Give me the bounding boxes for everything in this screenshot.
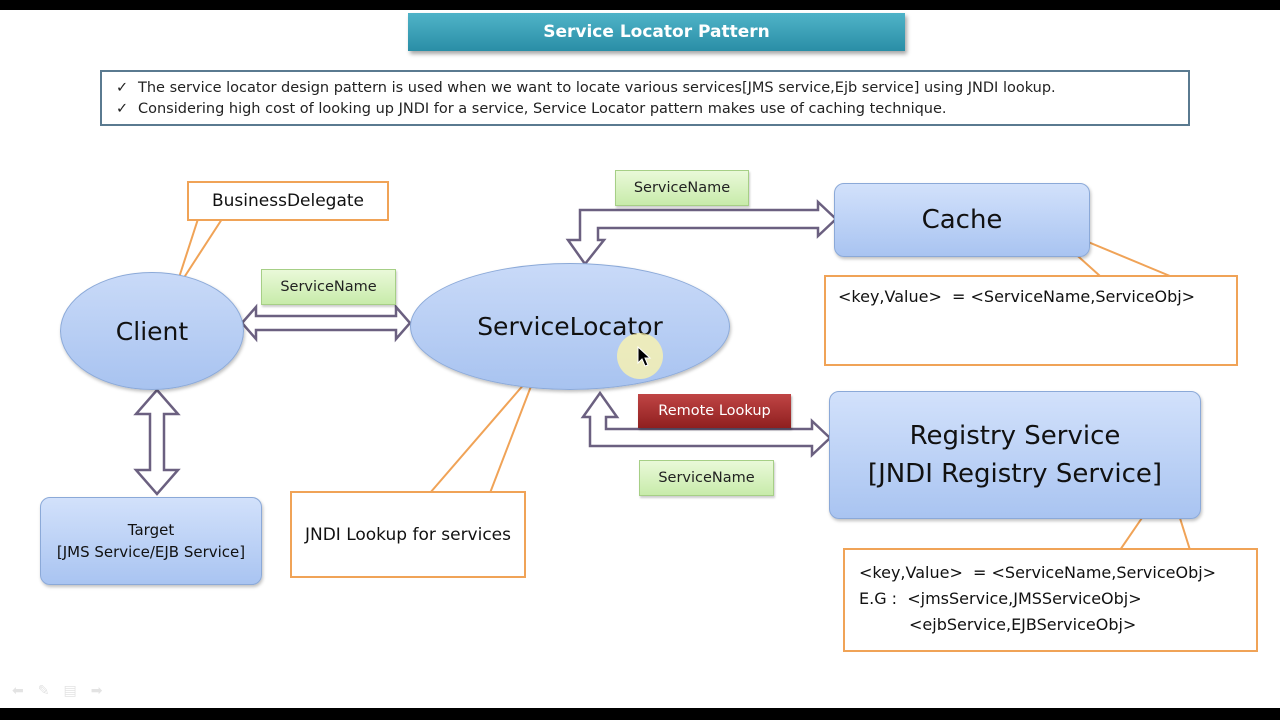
client-node: Client (60, 272, 244, 390)
bottom-letterbox (0, 708, 1280, 720)
pen-icon[interactable]: ✎ (37, 683, 50, 699)
cursor-highlight (617, 333, 663, 379)
service-name-label-client: ServiceName (261, 269, 396, 305)
intro-box: ✓ The service locator design pattern is … (100, 70, 1190, 126)
business-delegate-callout: BusinessDelegate (187, 181, 389, 221)
service-name-label-cache: ServiceName (615, 170, 749, 206)
forward-icon[interactable]: ➡ (90, 683, 103, 699)
intro-line-2: ✓ Considering high cost of looking up JN… (116, 99, 1174, 120)
registry-service-node: Registry Service [JNDI Registry Service] (829, 391, 1201, 519)
remote-lookup-label: Remote Lookup (638, 394, 791, 428)
back-icon[interactable]: ⬅ (12, 683, 24, 699)
cache-node: Cache (834, 183, 1090, 257)
check-icon: ✓ (116, 101, 129, 117)
top-letterbox (0, 0, 1280, 10)
menu-icon[interactable]: ▤ (63, 683, 77, 699)
registry-kv-callout: <key,Value> = <ServiceName,ServiceObj> E… (843, 548, 1258, 652)
cache-kv-callout: <key,Value> = <ServiceName,ServiceObj> (824, 275, 1238, 366)
jndi-lookup-callout: JNDI Lookup for services (290, 491, 526, 578)
slide-title: Service Locator Pattern (408, 13, 905, 51)
presentation-controls[interactable]: ⬅ ✎ ▤ ➡ (12, 683, 102, 699)
service-locator-node: ServiceLocator (410, 263, 730, 390)
service-name-label-registry: ServiceName (639, 460, 774, 496)
client-locator-arrow (240, 303, 412, 343)
client-target-arrow (133, 388, 181, 496)
target-node: Target [JMS Service/EJB Service] (40, 497, 262, 585)
locator-cache-arrow (565, 199, 838, 267)
check-icon: ✓ (116, 80, 129, 96)
intro-line-1: ✓ The service locator design pattern is … (116, 78, 1174, 99)
